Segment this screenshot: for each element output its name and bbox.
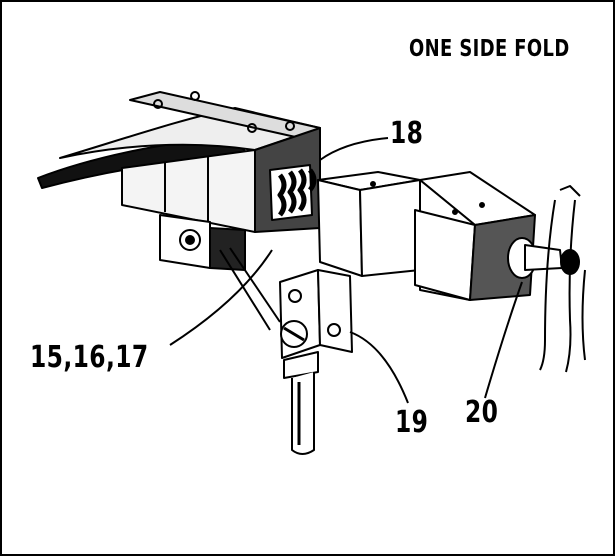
spring-18 — [277, 168, 317, 217]
leader-20 — [484, 281, 523, 399]
stop-guide-19 — [279, 269, 353, 455]
end-knob-20 — [507, 185, 586, 373]
callout-15-16-17: 15,16,17 — [30, 340, 149, 375]
leader-15-16-17 — [169, 249, 273, 346]
figure-title: ONE SIDE FOLD — [409, 36, 570, 62]
callout-20: 20 — [465, 395, 499, 430]
leader-19 — [349, 331, 409, 404]
rail-blocks — [317, 171, 536, 301]
leader-18 — [319, 137, 389, 161]
leader-lines — [169, 137, 523, 404]
callout-18: 18 — [390, 116, 424, 151]
lower-bracket — [159, 214, 281, 331]
callout-19: 19 — [395, 405, 429, 440]
